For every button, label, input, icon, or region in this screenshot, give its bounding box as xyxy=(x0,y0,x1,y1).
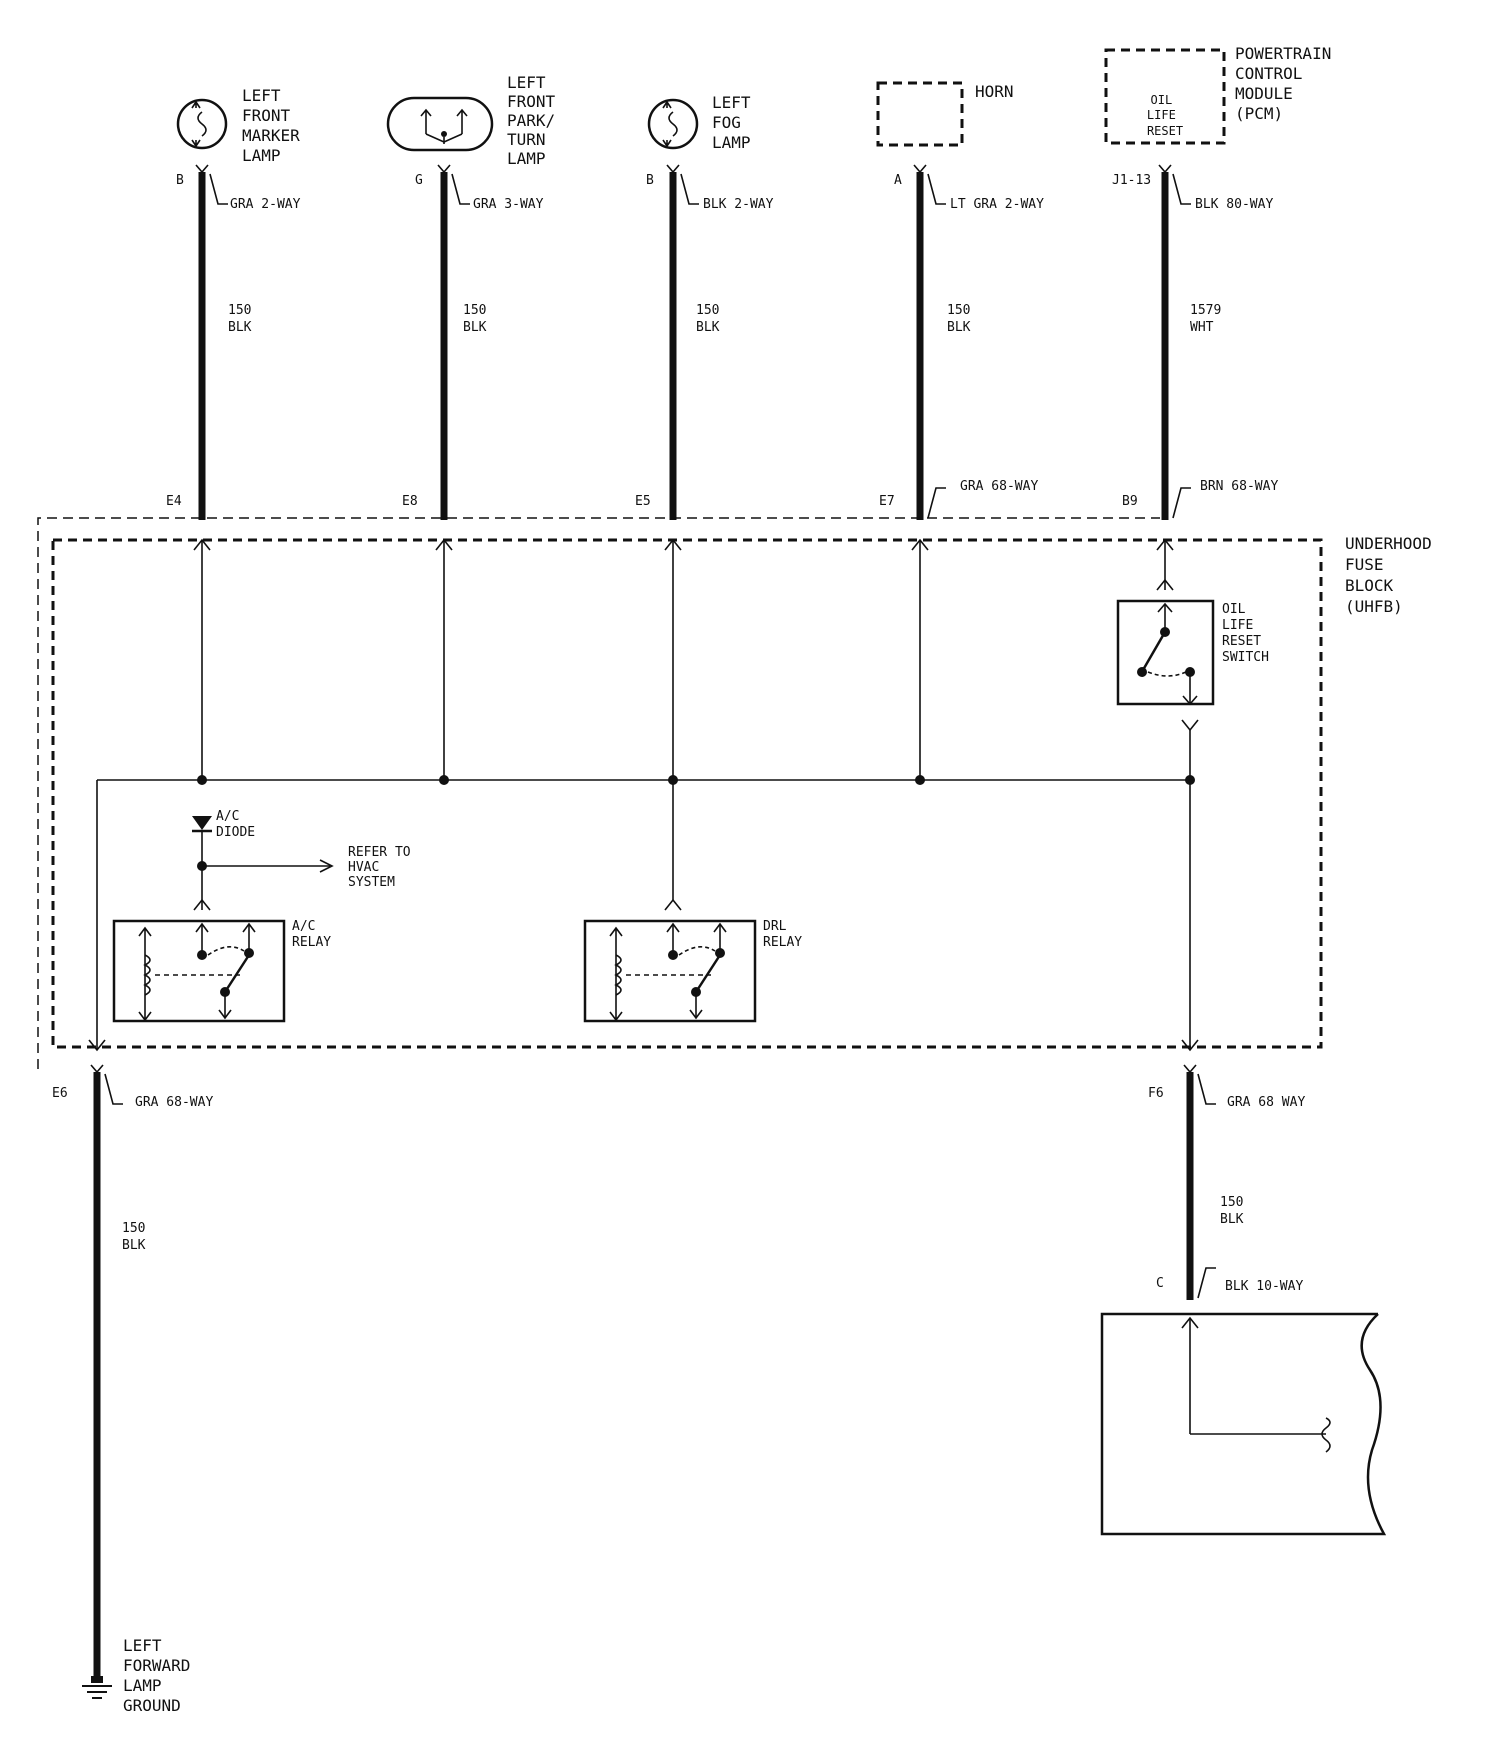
wire-fog-lamp xyxy=(666,164,699,520)
hvac-reference: REFER TO HVAC SYSTEM xyxy=(348,845,418,890)
ipc-wire-pin: F6 xyxy=(1148,1086,1164,1101)
wire-4-connector: LT GRA 2-WAY xyxy=(950,197,1044,212)
ipc-wire-connector: GRA 68 WAY xyxy=(1227,1095,1305,1110)
pcm-symbol xyxy=(1104,48,1226,145)
wire-2-connector: GRA 3-WAY xyxy=(473,197,544,212)
ground-wire-pin: E6 xyxy=(52,1086,68,1101)
wire-2-block-pin: E8 xyxy=(402,494,418,509)
ipc-wire-circuit: 150 BLK xyxy=(1220,1195,1251,1227)
wire-4-block-connector: GRA 68-WAY xyxy=(960,479,1038,494)
fog-lamp-symbol xyxy=(647,98,699,150)
oil-switch-label: OIL LIFE RESET SWITCH xyxy=(1222,602,1269,665)
pcm-label: POWERTRAIN CONTROL MODULE (PCM) xyxy=(1235,44,1341,123)
ac-diode xyxy=(192,816,334,911)
wire-3-pin: B xyxy=(646,173,654,188)
horn-label: HORN xyxy=(975,82,1014,101)
wire-3-circuit: 150 BLK xyxy=(696,303,727,335)
wire-5-pin: J1-13 xyxy=(1112,173,1151,188)
fog-lamp-label: LEFT FOG LAMP xyxy=(712,93,760,152)
wire-5-block-pin: B9 xyxy=(1122,494,1138,509)
wire-4-pin: A xyxy=(894,173,902,188)
ground-wire-connector: GRA 68-WAY xyxy=(135,1095,213,1110)
wire-4-block-pin: E7 xyxy=(879,494,895,509)
wire-4-circuit: 150 BLK xyxy=(947,303,978,335)
ground-wire-circuit: 150 BLK xyxy=(122,1221,153,1253)
ac-relay xyxy=(112,919,286,1023)
wire-marker-lamp xyxy=(195,164,228,520)
marker-lamp-label: LEFT FRONT MARKER LAMP xyxy=(242,86,309,165)
ac-diode-label: A/C DIODE xyxy=(216,809,255,840)
wire-horn xyxy=(913,164,946,520)
wire-5-circuit: 1579 WHT xyxy=(1190,303,1229,335)
ac-relay-label: A/C RELAY xyxy=(292,919,331,950)
wire-2-pin: G xyxy=(415,173,423,188)
wire-pcm xyxy=(1158,164,1191,520)
ground-label: LEFT FORWARD LAMP GROUND xyxy=(123,1636,200,1715)
wire-5-connector: BLK 80-WAY xyxy=(1195,197,1273,212)
wire-5-block-connector: BRN 68-WAY xyxy=(1200,479,1278,494)
wire-3-connector: BLK 2-WAY xyxy=(703,197,774,212)
wire-1-block-pin: E4 xyxy=(166,494,182,509)
wire-park-turn-lamp xyxy=(437,164,470,520)
uhfb-outline xyxy=(51,538,1323,1049)
partial-component-box xyxy=(1100,1312,1387,1536)
oil-life-reset-switch xyxy=(1116,599,1215,706)
uhfb-label: UNDERHOOD FUSE BLOCK (UHFB) xyxy=(1345,534,1441,616)
marker-lamp-symbol xyxy=(176,98,228,150)
wire-1-pin: B xyxy=(176,173,184,188)
park-turn-lamp-label: LEFT FRONT PARK/ TURN LAMP xyxy=(507,73,565,168)
uhfb-connector-outline xyxy=(37,517,1160,1069)
wire-1-circuit: 150 BLK xyxy=(228,303,259,335)
wire-2-circuit: 150 BLK xyxy=(463,303,494,335)
drl-relay-label: DRL RELAY xyxy=(763,919,802,950)
drl-relay xyxy=(583,780,757,1023)
wire-1-connector: GRA 2-WAY xyxy=(230,197,301,212)
horn-symbol xyxy=(876,81,964,147)
wire-ipc xyxy=(1183,1064,1216,1300)
park-turn-lamp-symbol xyxy=(386,96,494,152)
ipc-wire-end-pin: C xyxy=(1156,1276,1164,1291)
uhfb-internal-wiring xyxy=(88,538,1199,1052)
wire-ground xyxy=(82,1064,123,1699)
ipc-wire-end-connector: BLK 10-WAY xyxy=(1225,1279,1303,1294)
wire-3-block-pin: E5 xyxy=(635,494,651,509)
pcm-inner-label: OIL LIFE RESET xyxy=(1147,93,1183,138)
